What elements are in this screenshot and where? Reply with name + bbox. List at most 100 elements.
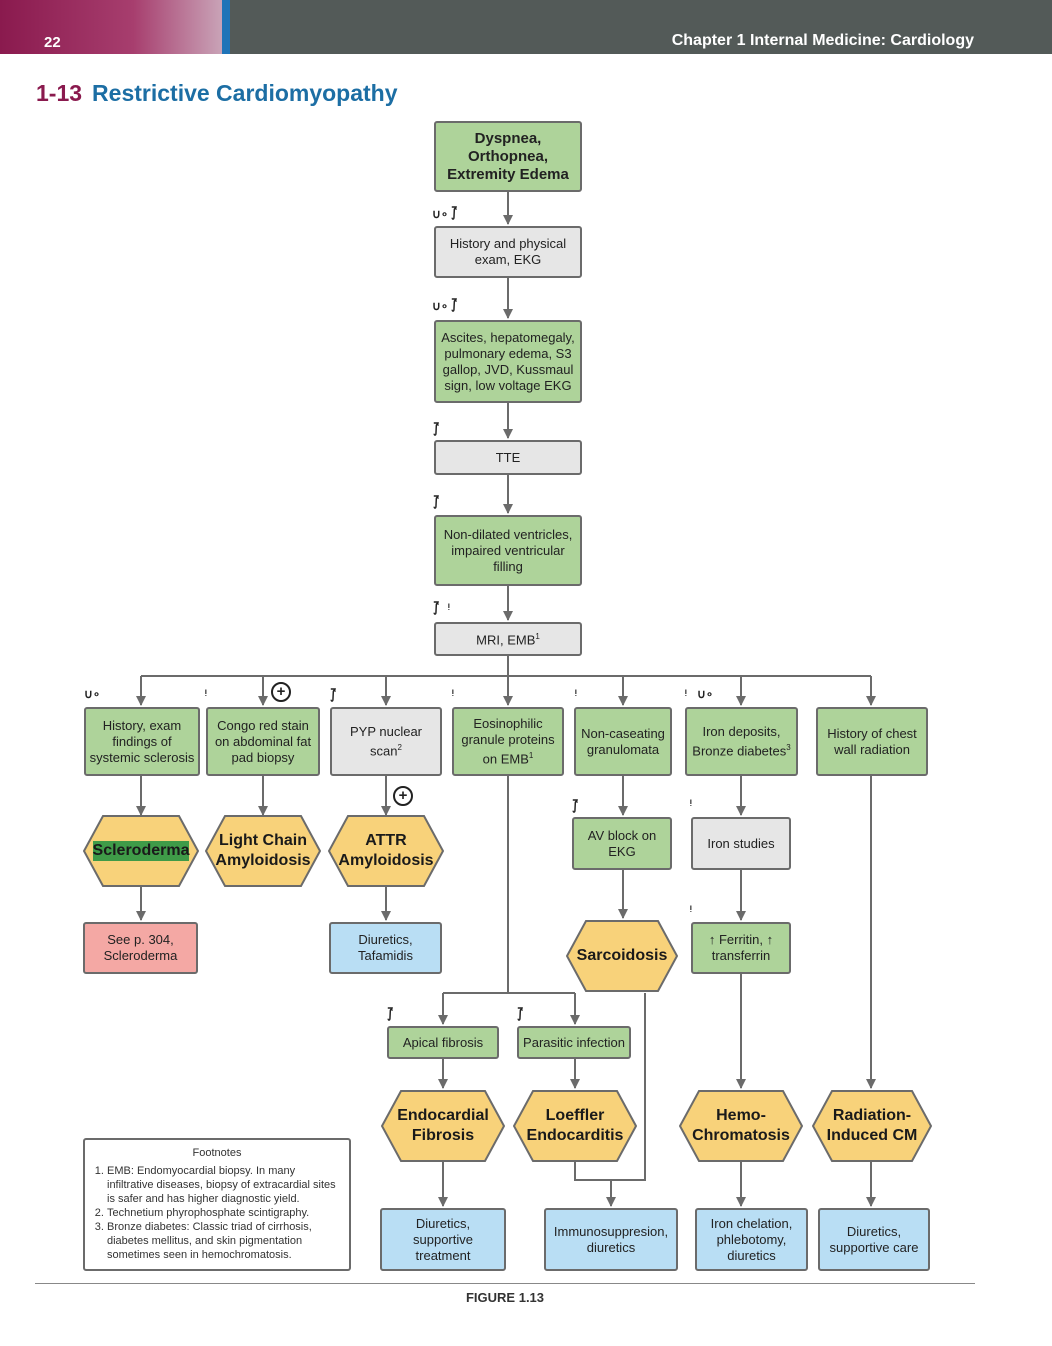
header-band-gray (230, 0, 1052, 54)
lab-flask-icon: ⨛ (451, 206, 458, 220)
stethoscope-icon: ∪∘ (432, 299, 449, 313)
diagnosis-endocardial-fibrosis: Endocardial Fibrosis (381, 1090, 505, 1162)
node-parasitic-infection: Parasitic infection (517, 1026, 631, 1059)
diagnosis-radiation-cm: Radiation- Induced CM (812, 1090, 932, 1162)
hexagon-shape (328, 815, 444, 887)
node-history-physical-label: History and physical exam, EKG (449, 236, 567, 267)
node-parasitic-infection-label: Parasitic infection (523, 1034, 625, 1050)
figure-number: 1-13 (36, 80, 83, 106)
hexagon-shape (381, 1090, 505, 1162)
node-diuretics-tafamidis: Diuretics, Tafamidis (329, 922, 442, 974)
node-ascites-label: Ascites, hepatomegaly, pulmonary edema, … (441, 329, 575, 393)
test-tube-icon: ᵎ (690, 796, 692, 810)
hexagon-shape (205, 815, 321, 887)
node-av-block: AV block on EKG (572, 817, 672, 870)
stethoscope-icon: ∪∘ (432, 207, 449, 221)
node-diuretics-supportive-treatment-label: Diuretics, supportive treatment (413, 1215, 473, 1263)
iron-deposits-sup: 3 (786, 742, 791, 752)
node-diuretics-supportive-care-label: Diuretics, supportive care (829, 1223, 919, 1255)
node-ascites: Ascites, hepatomegaly, pulmonary edema, … (434, 320, 582, 403)
page-number: 22 (44, 34, 61, 51)
test-tube-icon: ᵎ (575, 686, 577, 700)
node-congo-red: Congo red stain on abdominal fat pad bio… (206, 707, 320, 776)
figure-title: 1-13 Restrictive Cardiomyopathy (36, 80, 398, 107)
node-noncaseating-label: Non-caseating granulomata (581, 725, 665, 757)
node-tte: TTE (434, 440, 582, 475)
test-tube-icon: ᵎ (205, 686, 207, 700)
node-iron-chelation-label: Iron chelation, phlebotomy, diuretics (710, 1215, 793, 1263)
hexagon-shape (812, 1090, 932, 1162)
node-dyspnea: Dyspnea, Orthopnea, Extremity Edema (434, 121, 582, 192)
node-tte-label: TTE (495, 449, 521, 465)
iron-deposits-text: Iron deposits, Bronze diabetes (692, 723, 787, 759)
diagnosis-sarcoidosis-label: Sarcoidosis (576, 947, 668, 964)
test-tube-icon: ᵎ (690, 902, 692, 916)
mri-text: MRI, EMB (476, 632, 536, 648)
node-history-exam: History, exam findings of systemic scler… (84, 707, 200, 776)
node-immunosuppression: Immunosuppresion, diuretics (544, 1208, 678, 1271)
node-nondilated-label: Non-dilated ventricles, impaired ventric… (443, 526, 573, 574)
diagnosis-scleroderma-label: Scleroderma (92, 841, 190, 861)
node-chest-radiation: History of chest wall radiation (816, 707, 928, 776)
node-apical-fibrosis-label: Apical fibrosis (402, 1034, 484, 1050)
node-mri-emb-label: MRI, EMB1 (476, 629, 540, 648)
lab-flask-icon: ⨛ (517, 1007, 524, 1021)
diagnosis-scleroderma: Scleroderma (83, 815, 199, 887)
lab-flask-icon: ⨛ (330, 688, 337, 702)
node-apical-fibrosis: Apical fibrosis (387, 1026, 499, 1059)
footnote-item: EMB: Endomyocardial biopsy. In many infi… (107, 1164, 341, 1206)
eosinophilic-sup: 1 (528, 750, 534, 760)
node-see-p304: See p. 304, Scleroderma (83, 922, 198, 974)
node-eosinophilic-label: Eosinophilic granule proteins on EMB1 (457, 716, 559, 767)
eosinophilic-text: Eosinophilic granule proteins on EMB (461, 715, 555, 767)
lab-flask-icon: ⨛ (387, 1007, 394, 1021)
node-history-physical: History and physical exam, EKG (434, 226, 582, 278)
node-eosinophilic: Eosinophilic granule proteins on EMB1 (452, 707, 564, 776)
bottom-rule (35, 1283, 975, 1284)
test-tube-icon: ᵎ (685, 686, 687, 700)
diagnosis-loeffler: Loeffler Endocarditis (513, 1090, 637, 1162)
node-av-block-label: AV block on EKG (587, 827, 657, 859)
node-diuretics-tafamidis-label: Diuretics, Tafamidis (358, 932, 413, 963)
node-iron-chelation: Iron chelation, phlebotomy, diuretics (695, 1208, 808, 1271)
diagnosis-sarcoidosis: Sarcoidosis (566, 920, 678, 992)
node-nondilated: Non-dilated ventricles, impaired ventric… (434, 515, 582, 586)
diagnosis-light-chain-label: Light Chain Amyloidosis (215, 832, 311, 869)
node-see-p304-label: See p. 304, Scleroderma (103, 932, 178, 963)
node-ferritin-label: ↑ Ferritin, ↑ transferrin (708, 932, 774, 963)
diagnosis-loeffler-label: Loeffler Endocarditis (526, 1107, 624, 1144)
stethoscope-icon: ∪∘ (697, 687, 714, 701)
node-immunosuppression-label: Immunosuppresion, diuretics (553, 1223, 669, 1255)
diagnosis-light-chain: Light Chain Amyloidosis (205, 815, 321, 887)
node-mri-emb: MRI, EMB1 (434, 622, 582, 656)
pyp-text: PYP nuclear scan (349, 723, 423, 759)
figure-label: FIGURE 1.13 (465, 1290, 545, 1305)
figure-title-text: Restrictive Cardiomyopathy (92, 80, 398, 106)
node-congo-red-label: Congo red stain on abdominal fat pad bio… (214, 717, 312, 765)
lab-flask-icon: ⨛ (433, 601, 440, 615)
diagnosis-hemochromatosis-label: Hemo- Chromatosis (692, 1107, 790, 1144)
node-ferritin: ↑ Ferritin, ↑ transferrin (691, 922, 791, 974)
node-dyspnea-label: Dyspnea, Orthopnea, Extremity Edema (447, 129, 569, 183)
node-noncaseating: Non-caseating granulomata (574, 707, 672, 776)
hexagon-shape (679, 1090, 803, 1162)
header-band-magenta (0, 0, 222, 54)
hexagon-shape (566, 920, 678, 992)
node-iron-studies-label: Iron studies (707, 835, 775, 851)
node-iron-deposits: Iron deposits, Bronze diabetes3 (685, 707, 798, 776)
plus-circle-icon: + (271, 682, 291, 702)
plus-circle-icon: + (393, 786, 413, 806)
footnotes-box: Footnotes EMB: Endomyocardial biopsy. In… (83, 1138, 351, 1271)
node-pyp-scan-label: PYP nuclear scan2 (335, 724, 437, 759)
lab-flask-icon: ⨛ (433, 495, 440, 509)
diagnosis-attr: ATTR Amyloidosis (328, 815, 444, 887)
node-chest-radiation-label: History of chest wall radiation (827, 725, 917, 757)
node-diuretics-supportive-treatment: Diuretics, supportive treatment (380, 1208, 506, 1271)
diagnosis-radiation-cm-label: Radiation- Induced CM (826, 1107, 918, 1144)
test-tube-icon: ᵎ (448, 600, 450, 614)
footnote-item: Technetium phyrophosphate scintigraphy. (107, 1206, 341, 1220)
footnotes-list: EMB: Endomyocardial biopsy. In many infi… (93, 1164, 341, 1262)
stethoscope-icon: ∪∘ (84, 687, 101, 701)
diagnosis-attr-label: ATTR Amyloidosis (338, 832, 434, 869)
